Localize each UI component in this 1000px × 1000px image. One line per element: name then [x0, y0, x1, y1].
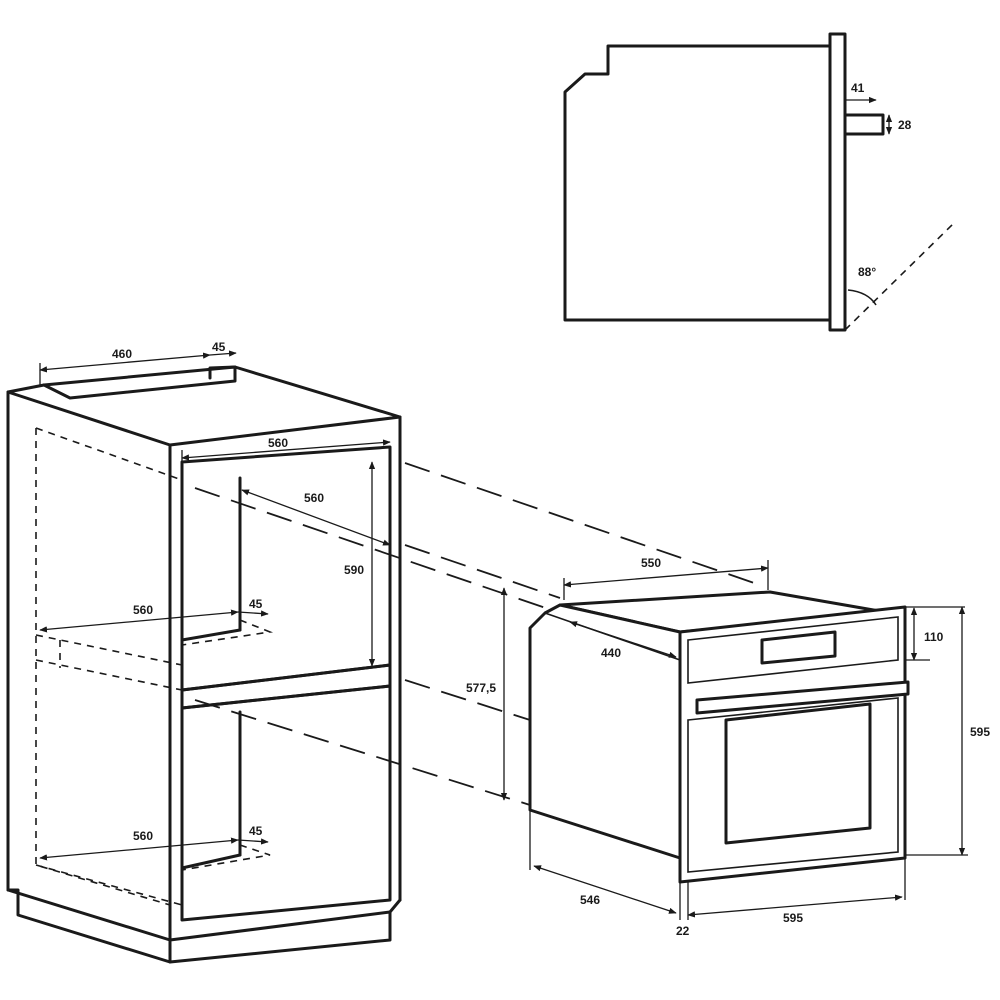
- oven-side-view: 41 28 88°: [563, 32, 956, 332]
- cabinet-top-depth-label: 460: [112, 347, 132, 361]
- lower-shelf-gap-label: 45: [249, 824, 263, 838]
- oven-front-width-label: 595: [783, 911, 803, 925]
- door-angle-label: 88°: [858, 265, 876, 279]
- oven-top-width-label: 550: [641, 556, 661, 570]
- oven-top-depth-label: 440: [601, 646, 621, 660]
- handle-depth-label: 41: [851, 81, 865, 95]
- oven-front-height-label: 595: [970, 725, 990, 739]
- upper-shelf-gap-label: 45: [249, 597, 263, 611]
- oven-front-thickness-label: 22: [676, 924, 690, 938]
- upper-opening-width-label: 560: [268, 436, 288, 450]
- oven-body-height-label: 577,5: [466, 681, 496, 695]
- oven-panel-height-label: 110: [924, 630, 944, 644]
- upper-opening-height-label: 590: [344, 563, 364, 577]
- oven: 577,5 550 440 110 595 546 22 595: [466, 556, 990, 938]
- upper-shelf-depth-label: 560: [133, 603, 153, 617]
- cabinet: 460 45 560 560 590 560 45 560 45: [6, 340, 402, 964]
- projection-lines: [194, 462, 761, 806]
- cabinet-top-gap-label: 45: [212, 340, 226, 354]
- handle-height-label: 28: [898, 118, 912, 132]
- upper-opening-depth-label: 560: [304, 491, 324, 505]
- oven-body-depth-label: 546: [580, 893, 600, 907]
- lower-shelf-depth-label: 560: [133, 829, 153, 843]
